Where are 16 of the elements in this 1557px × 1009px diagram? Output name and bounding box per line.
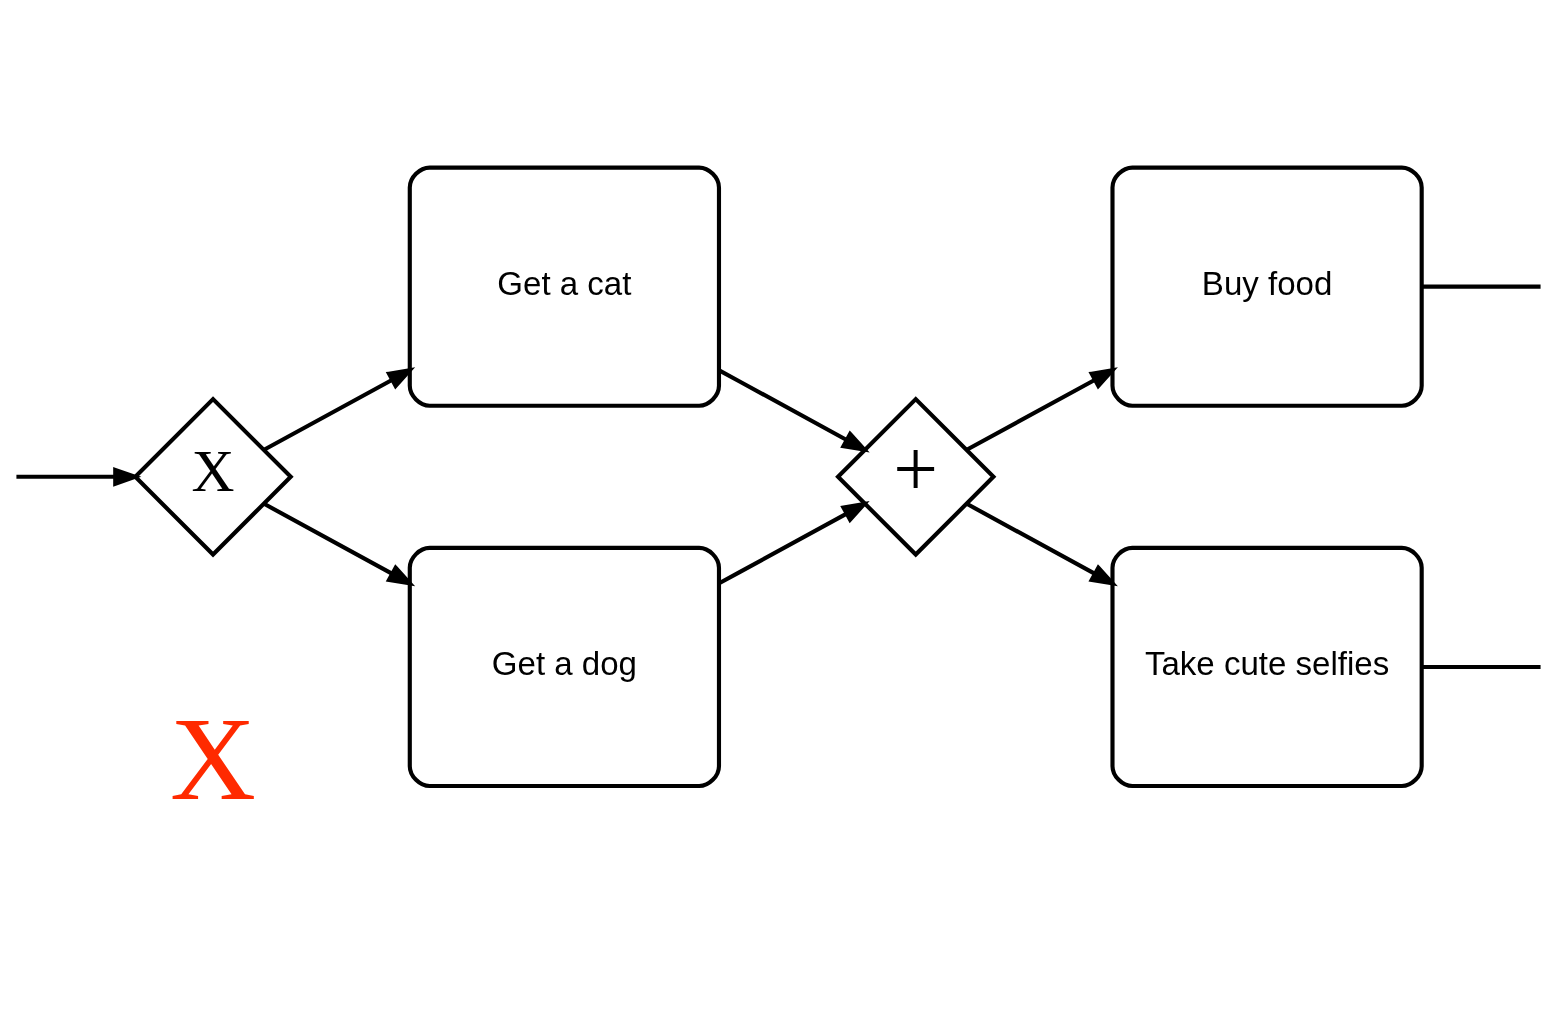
node-box: Get a dog	[407, 545, 722, 789]
arrow	[718, 368, 870, 453]
arrow	[718, 501, 870, 586]
node-diamond: +	[835, 396, 997, 558]
label: X	[170, 693, 257, 826]
node-box: Get a cat	[407, 165, 722, 408]
arrow	[966, 502, 1118, 587]
node-diamond: X	[132, 396, 294, 558]
connector	[1422, 664, 1541, 669]
arrow	[16, 466, 142, 487]
arrow	[263, 502, 416, 587]
node-box: Take cute selfies	[1110, 545, 1424, 789]
connector	[1422, 284, 1541, 289]
arrow	[263, 367, 416, 452]
arrow	[966, 367, 1118, 452]
node-box: Buy food	[1110, 165, 1424, 408]
